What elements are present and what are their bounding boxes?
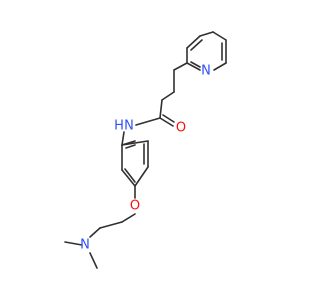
bond <box>186 35 201 49</box>
bond <box>199 31 214 37</box>
bond <box>64 241 83 246</box>
amide-n-label: N <box>124 119 134 134</box>
benzene-ring <box>121 131 149 187</box>
bond <box>190 61 201 68</box>
bond <box>134 166 149 187</box>
bond <box>125 144 136 149</box>
bond <box>121 213 136 223</box>
ether-o-label: O <box>130 199 140 214</box>
bond <box>89 227 101 238</box>
bond <box>124 168 136 183</box>
bond <box>121 140 136 146</box>
molecule-structure: N N H O O N <box>64 31 227 269</box>
bond <box>213 62 227 71</box>
bond <box>159 99 163 119</box>
bond <box>173 62 188 71</box>
bond <box>121 131 125 146</box>
amide-h-label: H <box>114 119 124 134</box>
bond <box>121 169 136 187</box>
alkyl-chain <box>135 62 188 127</box>
bond <box>186 62 201 71</box>
bond <box>159 117 174 127</box>
pyridine-n-label: N <box>201 64 211 79</box>
bond <box>212 31 227 41</box>
bond <box>135 117 161 126</box>
amine-n-label: N <box>80 238 90 253</box>
bond <box>161 91 175 101</box>
bond <box>162 114 175 123</box>
bond <box>190 39 203 51</box>
bond <box>89 252 98 269</box>
pyridine-ring <box>186 31 227 71</box>
bond <box>99 221 123 229</box>
carbonyl-o-label: O <box>176 121 186 136</box>
ether-chain <box>64 185 136 269</box>
